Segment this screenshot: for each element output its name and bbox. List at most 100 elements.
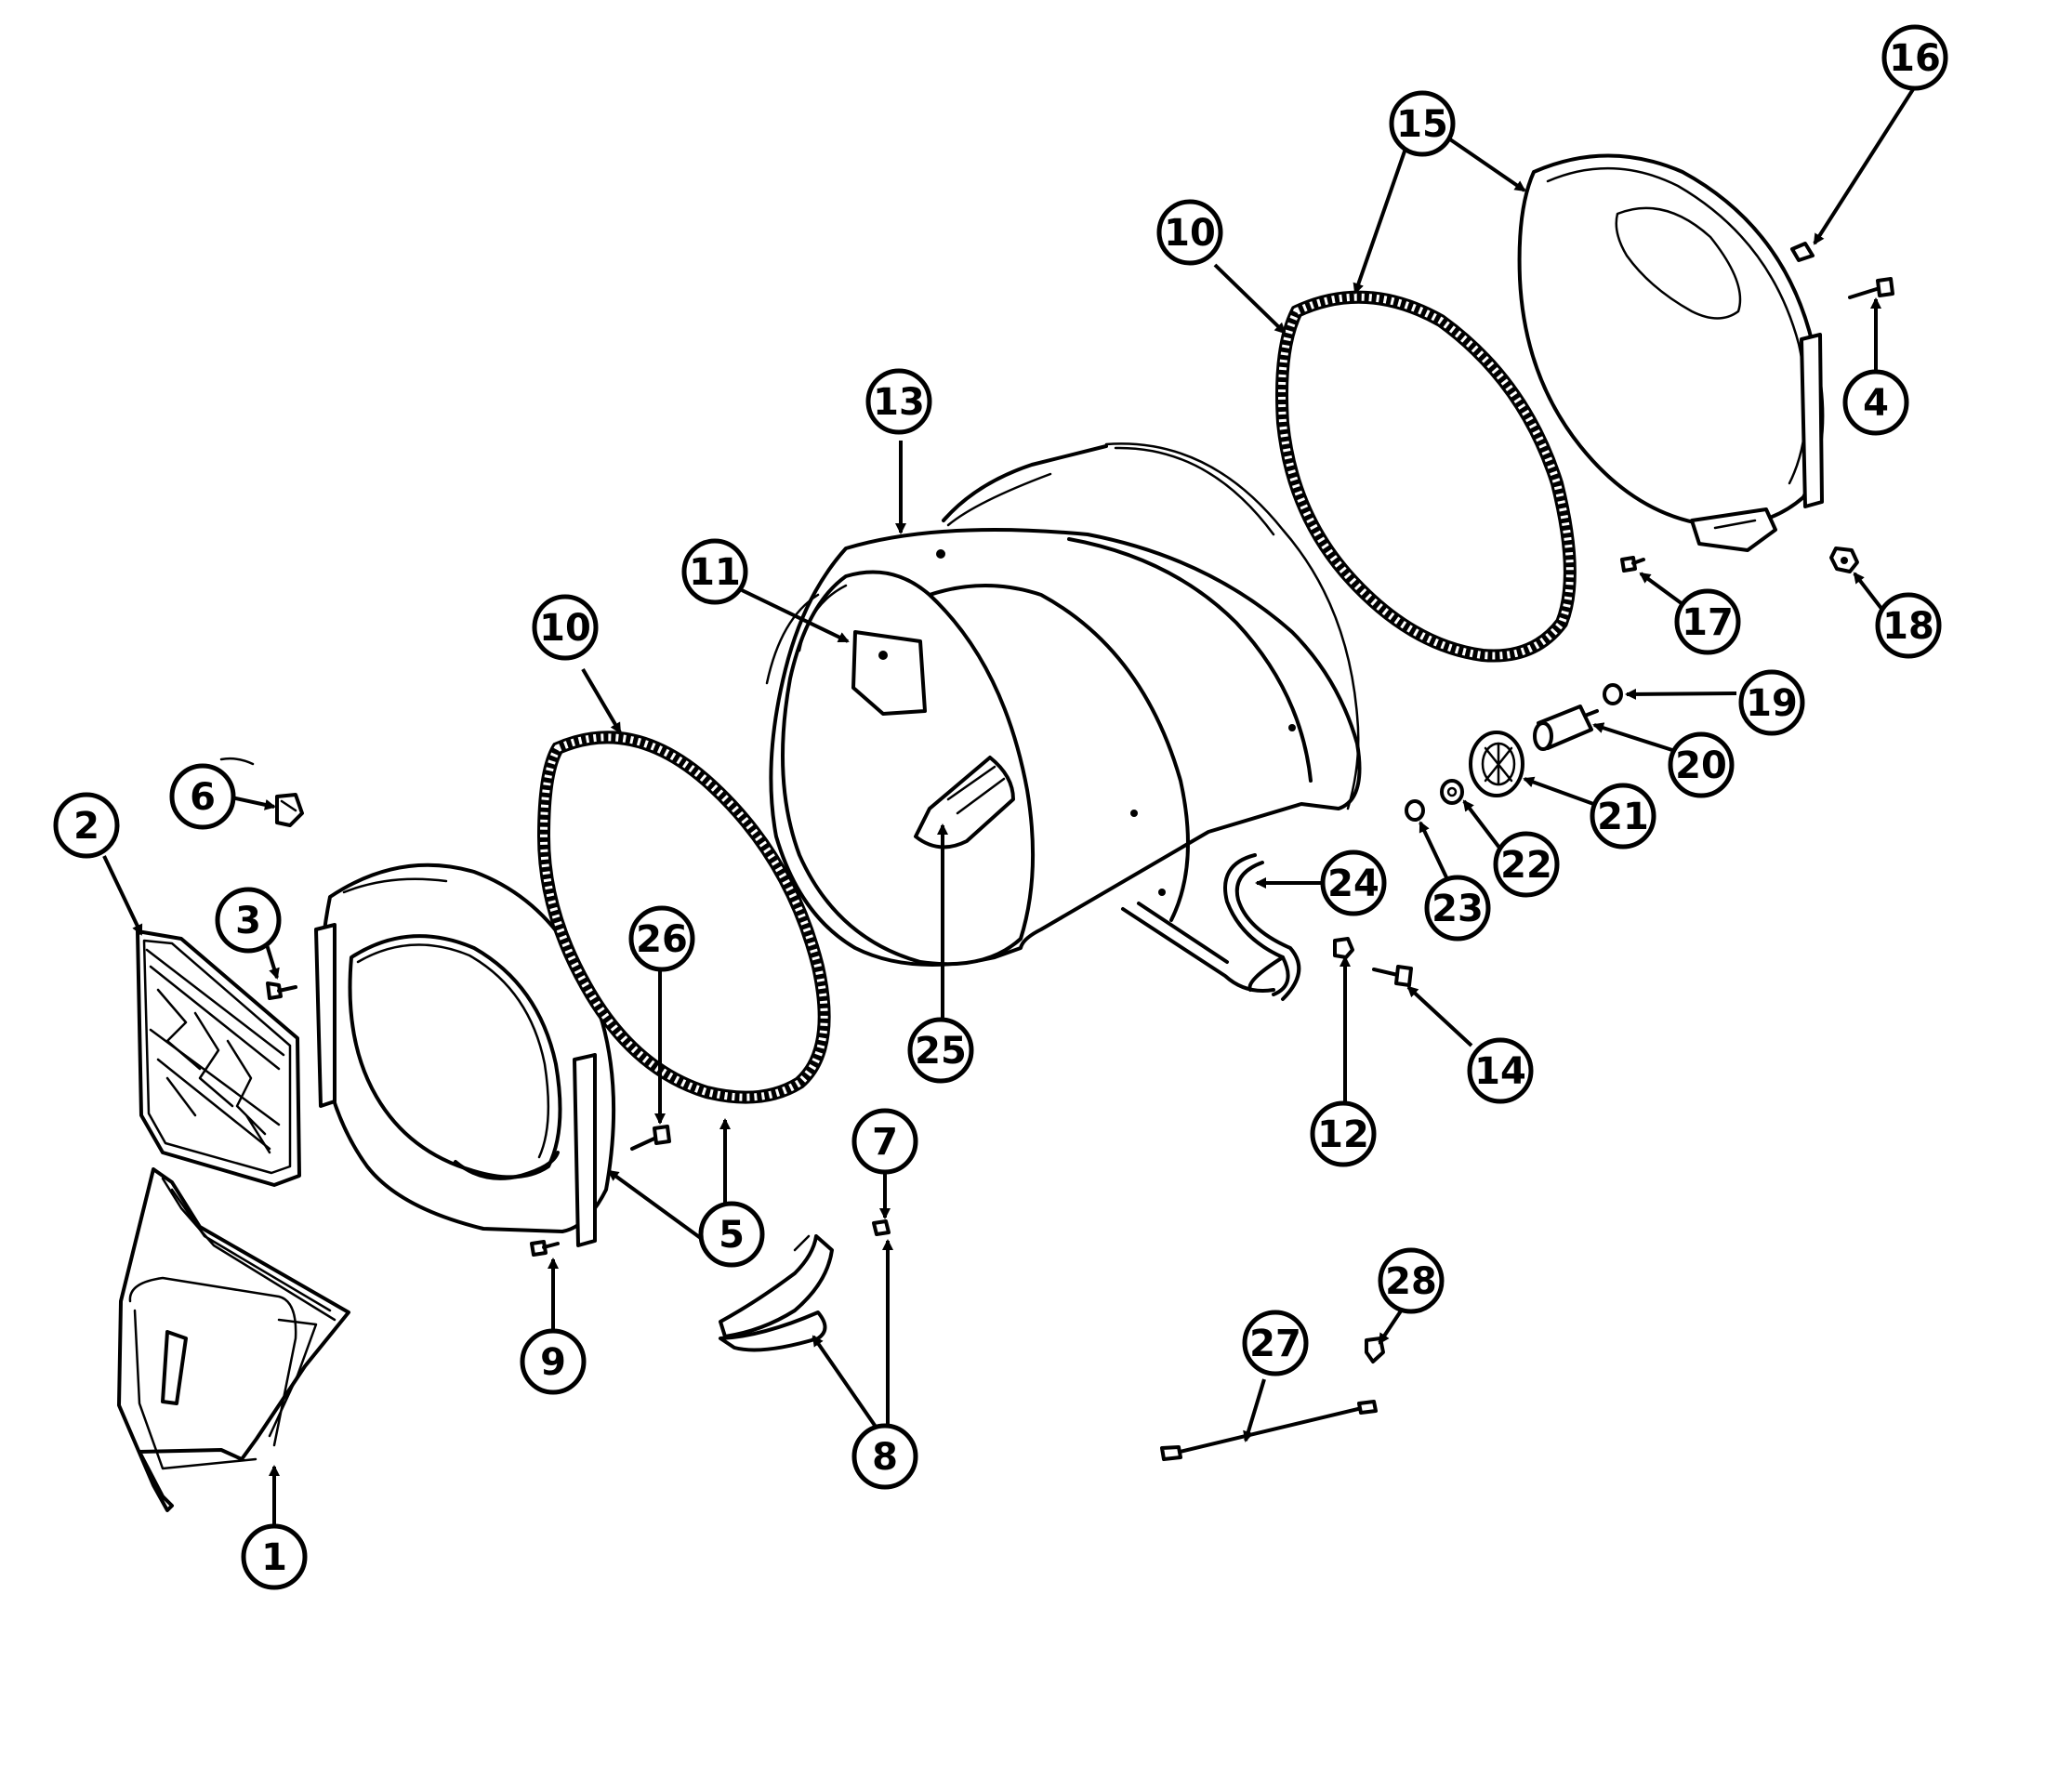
callout-2: 2 [53, 792, 120, 859]
part-clip-23 [1405, 799, 1425, 822]
part-nut-18 [1829, 547, 1859, 573]
part-screw-26 [630, 1125, 671, 1151]
callout-number: 7 [872, 1121, 898, 1164]
callout-24: 24 [1320, 849, 1387, 916]
part-screw-3 [266, 981, 297, 1000]
callout-circle [907, 1017, 974, 1084]
part-ground-wire [1160, 1400, 1378, 1461]
callout-number: 24 [1327, 863, 1379, 905]
callout-5: 5 [698, 1201, 765, 1268]
callout-number: 1 [261, 1536, 287, 1579]
part-washer-19 [1603, 683, 1623, 705]
part-rear-bulkhead [1517, 153, 1825, 552]
part-bolt-14 [1372, 965, 1413, 987]
part-clip-6 [219, 757, 304, 827]
callout-number: 17 [1682, 601, 1734, 644]
callout-circle [698, 1201, 765, 1268]
callout-16: 16 [1881, 24, 1948, 91]
callout-circle [681, 538, 748, 605]
callout-number: 12 [1317, 1113, 1369, 1156]
callout-19: 19 [1738, 669, 1805, 736]
callout-number: 10 [539, 607, 591, 650]
callout-circle [1310, 1100, 1377, 1167]
callout-number: 18 [1882, 605, 1934, 648]
callout-number: 19 [1746, 682, 1798, 725]
part-washer-22 [1440, 779, 1464, 805]
callout-circle [1242, 1310, 1309, 1376]
callout-10: 10 [1156, 199, 1223, 266]
callout-27: 27 [1242, 1310, 1309, 1376]
callout-number: 13 [873, 381, 925, 424]
part-screw-4 [1848, 277, 1894, 299]
callout-number: 11 [689, 551, 741, 594]
callout-number: 28 [1385, 1260, 1437, 1303]
callout-20: 20 [1668, 731, 1735, 798]
callout-circle [1424, 875, 1491, 942]
callout-circle [1842, 369, 1909, 436]
part-rear-felt-seal [1275, 290, 1577, 663]
callout-number: 14 [1474, 1050, 1526, 1093]
callout-circle [1467, 1037, 1534, 1104]
part-nut-12 [1333, 937, 1354, 959]
callout-12: 12 [1310, 1100, 1377, 1167]
callout-number: 16 [1889, 37, 1941, 80]
callout-number: 15 [1396, 103, 1448, 146]
callout-9: 9 [520, 1328, 587, 1395]
callout-circle [1674, 588, 1741, 655]
part-front-felt-seal [536, 731, 831, 1104]
callout-10: 10 [532, 594, 599, 661]
callout-15: 15 [1389, 90, 1456, 157]
part-screw-9 [530, 1240, 560, 1257]
callout-circle [1378, 1247, 1445, 1314]
callout-circle [520, 1328, 587, 1395]
callout-number: 3 [235, 900, 261, 942]
callout-number: 25 [915, 1030, 967, 1073]
callout-number: 4 [1863, 382, 1889, 425]
callout-number: 6 [190, 776, 216, 819]
part-plug-16 [1790, 242, 1815, 262]
callout-23: 23 [1424, 875, 1491, 942]
callout-number: 10 [1164, 212, 1216, 255]
part-roller-wheel-21 [1469, 731, 1524, 797]
callout-circle [241, 1523, 308, 1590]
part-lint-screen [136, 929, 301, 1187]
part-screw-17 [1620, 556, 1645, 573]
callout-4: 4 [1842, 369, 1909, 436]
callout-1: 1 [241, 1523, 308, 1590]
callout-6: 6 [169, 763, 236, 830]
callout-21: 21 [1590, 783, 1656, 849]
part-drive-belt [1121, 853, 1301, 1001]
callout-14: 14 [1467, 1037, 1534, 1104]
callout-25: 25 [907, 1017, 974, 1084]
callout-circle [1493, 831, 1560, 898]
part-screw-7 [872, 1219, 891, 1236]
part-shaft-20 [1533, 705, 1599, 751]
callout-number: 8 [872, 1436, 898, 1479]
callout-circle [1389, 90, 1456, 157]
callout-circle [628, 905, 695, 972]
callout-number: 27 [1249, 1323, 1301, 1365]
callout-circle [1881, 24, 1948, 91]
callout-circle [1738, 669, 1805, 736]
callout-number: 22 [1500, 844, 1552, 887]
callout-number: 5 [719, 1214, 745, 1257]
callout-circle [1590, 783, 1656, 849]
callout-number: 26 [636, 918, 688, 961]
callout-circle [851, 1423, 918, 1490]
callout-28: 28 [1378, 1247, 1445, 1314]
part-drum-slide [719, 1234, 834, 1352]
callout-circle [53, 792, 120, 859]
part-front-bulkhead [314, 863, 616, 1247]
callout-circle [1320, 849, 1387, 916]
part-toe-panel [117, 1167, 350, 1512]
callout-number: 23 [1432, 888, 1484, 930]
callout-circle [1156, 199, 1223, 266]
callout-circle [532, 594, 599, 661]
callout-13: 13 [865, 368, 932, 435]
callout-22: 22 [1493, 831, 1560, 898]
callout-number: 9 [540, 1341, 566, 1384]
callout-7: 7 [851, 1108, 918, 1175]
callout-8: 8 [851, 1423, 918, 1490]
